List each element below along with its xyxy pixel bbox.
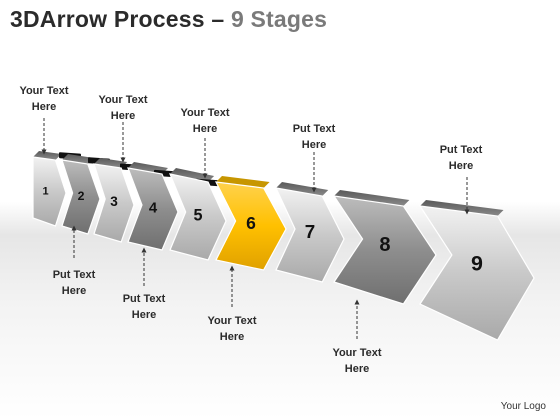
stage-arrow-5 [169,173,227,261]
page-title: 3DArrow Process – 9 Stages [10,6,327,33]
callout-line-2: Here [31,101,57,113]
stage-arrow-1 [32,156,67,227]
callout-line-1: Your Text [180,107,230,119]
callout-line-2: Here [448,160,474,172]
stage-arrow-3 [93,163,135,243]
stage-top-edge [276,182,329,196]
stage-top-edge [216,176,270,188]
callout-line-1: Your Text [19,85,69,97]
callout-line-2: Here [61,285,87,297]
title-dash: – [211,6,225,32]
callout-line-2: Here [131,309,157,321]
title-subtitle: 9 Stages [230,6,328,32]
stage-number-7: 7 [305,221,315,242]
stage-top-edge [94,158,128,168]
stage-top-edge [334,190,410,206]
stage-number-4: 4 [149,201,158,217]
stage-arrow-4 [127,167,179,251]
stage-arrow-9 [418,205,535,341]
callout-line-1: Your Text [207,315,257,327]
callout-line-2: Here [192,123,218,135]
callout-line-2: Here [301,139,327,151]
callout-line-1: Put Text [122,293,166,305]
stage-number-1: 1 [42,185,48,197]
stage-number-5: 5 [193,207,202,225]
callout-line-1: Put Text [439,144,483,156]
stage-number-6: 6 [246,213,256,233]
stage-top-edge [170,168,215,182]
stage-arrow-8 [332,195,437,305]
callout-line-2: Here [219,331,245,343]
stage-number-2: 2 [78,189,85,203]
stage-arrow-7 [274,187,345,283]
stage-arrow-6 [214,181,287,271]
stage-top-edge [62,154,94,164]
title-main: 3DArrow Process [10,6,205,32]
callout-line-1: Put Text [52,269,96,281]
stage-number-9: 9 [471,252,483,276]
stage-arrow-2 [61,159,101,235]
stage-number-8: 8 [379,234,390,256]
callout-line-2: Here [110,110,136,122]
callout-line-2: Here [344,363,370,375]
stage-top-edge [420,200,504,216]
callout-line-1: Your Text [98,94,148,106]
callout-line-1: Your Text [332,347,382,359]
logo-text: Your Logo [500,401,546,412]
stage-number-3: 3 [110,194,118,209]
callout-line-1: Put Text [292,123,336,135]
